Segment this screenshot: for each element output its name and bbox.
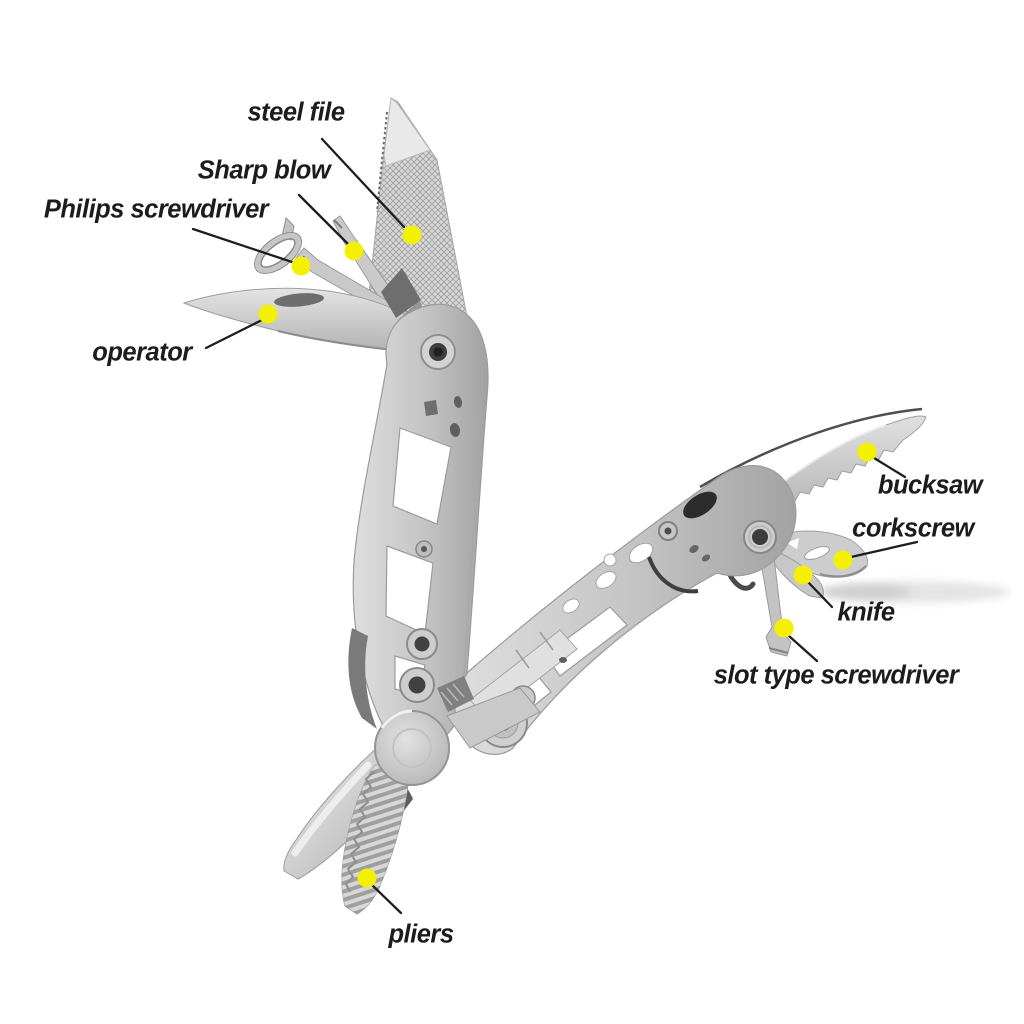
leader-line-steel-file	[320, 137, 406, 229]
ground-shadow	[820, 581, 1010, 603]
leader-line-slot-screwdriver	[787, 634, 819, 663]
handle-hook-cut	[647, 556, 699, 594]
marker-dot-slot-screwdriver	[774, 618, 794, 638]
leader-line-philips-screwdriver	[191, 227, 294, 264]
linkage	[437, 676, 541, 749]
marker-dot-sharp-blow	[344, 241, 364, 261]
marker-dot-knife	[793, 565, 813, 585]
marker-dot-steel-file	[402, 225, 422, 245]
operator-blade-tool	[182, 287, 437, 355]
right-pivot-bolt	[743, 520, 777, 554]
marker-dot-operator	[258, 304, 278, 324]
handle-cap-bolt	[420, 334, 456, 370]
handle-lanyard-slot	[683, 491, 717, 519]
steel-file-tool	[365, 97, 469, 323]
blade-thumb-slot	[274, 293, 324, 307]
marker-dot-pliers	[357, 868, 377, 888]
pliers-pivot	[374, 709, 450, 786]
marker-dot-philips-screwdriver	[291, 256, 311, 276]
leader-line-corkscrew	[849, 540, 919, 559]
file-edge-block	[437, 676, 474, 712]
marker-dot-bucksaw	[857, 442, 877, 462]
slot-screwdriver-tool	[758, 548, 792, 657]
left-handle	[348, 303, 489, 750]
philips-wire-loop	[254, 232, 302, 274]
marker-dot-corkscrew	[833, 550, 853, 570]
leader-line-bucksaw	[872, 456, 907, 479]
leader-line-knife	[806, 580, 834, 609]
leader-line-sharp-blow	[297, 193, 350, 246]
annotation-layer	[191, 137, 919, 915]
leader-line-pliers	[370, 883, 403, 915]
handle-dark-liner	[348, 628, 377, 729]
jaw-serrated-edge	[344, 771, 375, 893]
leader-line-operator	[204, 317, 266, 350]
